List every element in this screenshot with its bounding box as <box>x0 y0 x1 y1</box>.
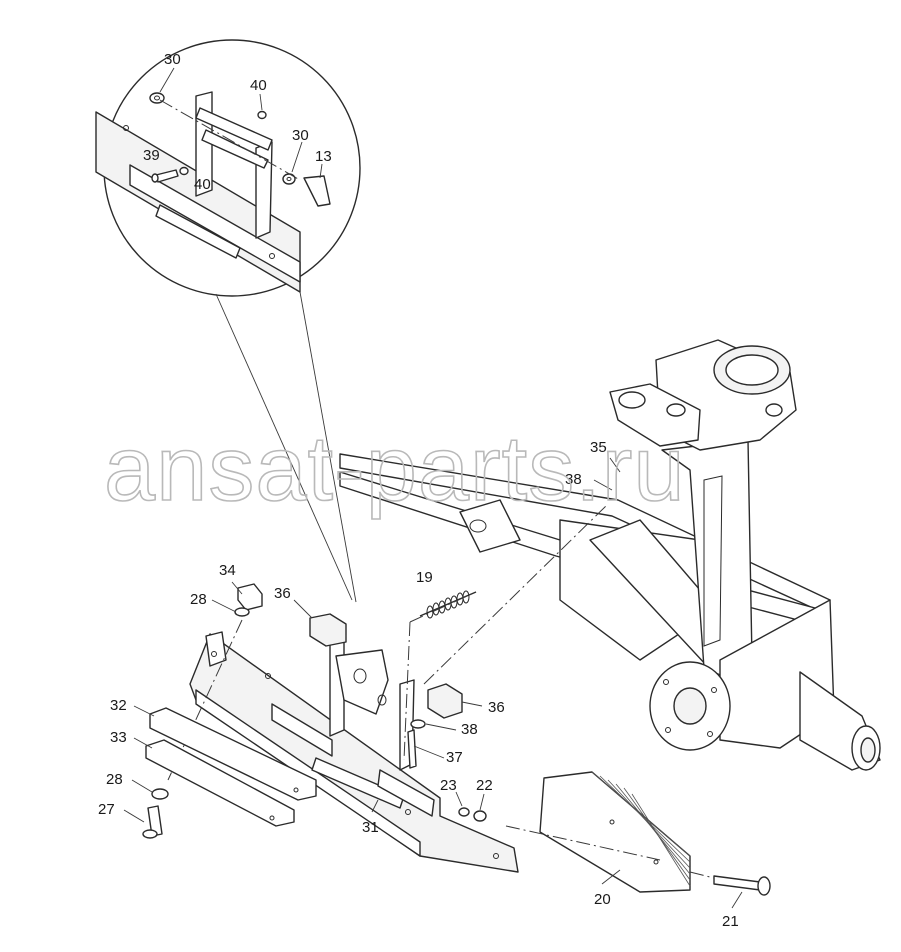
detail-nut-40 <box>257 110 267 120</box>
callout-34: 34 <box>219 562 236 579</box>
plate-31-slot <box>311 757 405 809</box>
cap-nut-34 <box>237 583 263 611</box>
swivel-bore-inner <box>725 354 779 386</box>
brush-bristles <box>591 771 691 887</box>
callout-20: 20 <box>594 891 611 908</box>
detail-nut-40-lower <box>179 166 189 176</box>
callout-36: 36 <box>488 699 505 716</box>
callout-39: 39 <box>143 147 160 164</box>
washer-28-bottom <box>151 788 169 800</box>
detail-view <box>95 39 361 603</box>
callout-38: 38 <box>565 471 582 488</box>
callout-21: 21 <box>722 913 739 930</box>
callout-36: 36 <box>274 585 291 602</box>
detail-hole <box>123 125 129 131</box>
bolt-27 <box>147 805 163 837</box>
callout-32: 32 <box>110 697 127 714</box>
callout-35: 35 <box>590 439 607 456</box>
exploded-parts <box>142 503 771 896</box>
detail-pin-13 <box>303 175 331 207</box>
detail-washer-30-right <box>282 173 296 185</box>
callout-37: 37 <box>446 749 463 766</box>
main-assembly <box>339 339 881 771</box>
callout-30: 30 <box>164 51 181 68</box>
plate-31-rib <box>271 703 333 757</box>
head-bolt <box>765 403 783 417</box>
bolt-21 <box>713 875 761 891</box>
plate-31-rib-right <box>377 769 435 817</box>
callout-38: 38 <box>461 721 478 738</box>
detail-plate-flange <box>129 164 301 283</box>
callout-30: 30 <box>292 127 309 144</box>
lever-eye <box>618 391 646 409</box>
hub-center <box>673 687 707 725</box>
callout-40: 40 <box>194 176 211 193</box>
rubber-block-36-right <box>427 683 463 719</box>
callout-28: 28 <box>106 771 123 788</box>
lever-pin <box>666 403 686 417</box>
callout-28: 28 <box>190 591 207 608</box>
detail-hole <box>269 253 275 259</box>
callout-22: 22 <box>476 777 493 794</box>
callout-19: 19 <box>416 569 433 586</box>
nut-23 <box>458 807 470 817</box>
plate-31-flange <box>195 689 421 857</box>
post-edge <box>703 475 723 647</box>
strip-32 <box>149 707 317 801</box>
detail-hinge-bar <box>195 107 273 151</box>
bolt-37 <box>407 729 417 769</box>
detail-axis <box>159 99 301 181</box>
callout-27: 27 <box>98 801 115 818</box>
nut-22 <box>473 810 487 822</box>
watermark-text: ansat-parts.ru <box>104 418 686 520</box>
callout-31: 31 <box>362 819 379 836</box>
spring-coils <box>426 590 470 619</box>
callout-40: 40 <box>250 77 267 94</box>
brush-axis <box>505 825 661 861</box>
washer-38 <box>410 719 426 729</box>
frame-bracket <box>459 499 521 553</box>
spring-axis <box>403 621 411 761</box>
strip-33 <box>145 739 295 827</box>
washer-28-top <box>234 607 250 617</box>
callout-23: 23 <box>440 777 457 794</box>
detail-leader-left <box>215 293 353 601</box>
hinge-plate <box>335 649 389 715</box>
callout-labels: 30 40 30 13 39 40 35 38 19 34 28 36 36 3… <box>98 51 739 930</box>
callout-13: 13 <box>315 148 332 165</box>
assembly-axis <box>423 503 609 685</box>
plate-31-tab <box>205 631 227 667</box>
callout-leaders <box>123 457 743 909</box>
spring-19 <box>419 591 477 617</box>
rubber-block-36-left <box>309 613 347 647</box>
callout-33: 33 <box>110 729 127 746</box>
detail-leader-right <box>299 291 357 603</box>
detail-plate-slot <box>155 204 241 259</box>
